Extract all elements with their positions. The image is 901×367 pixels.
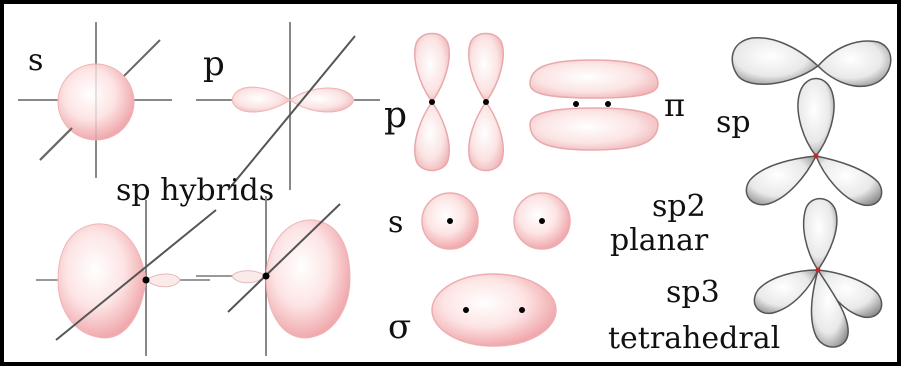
sp-hybrid-right [196,196,350,356]
sp-big-lobe-left [58,224,146,338]
p-lobe-right [290,88,354,112]
label-sp: sp [716,105,751,140]
s-orbital-pair [422,193,570,249]
label-planar: planar [610,223,709,258]
orbital-diagram: s p sp hybrids p [4,4,897,362]
label-p-mid: p [384,95,407,136]
p-lobe-left [232,87,290,112]
label-sp2: sp2 [652,189,706,224]
sigma-bond [432,274,556,346]
label-tetrahedral: tetrahedral [608,321,780,356]
p-orbital-pair [415,34,503,171]
pi-bond [530,60,658,150]
sp-hybrid-left [36,200,216,356]
sp-big-lobe-right [266,220,350,338]
label-sp3: sp3 [666,275,720,310]
label-s-mid: s [388,205,403,240]
label-sp-hybrids: sp hybrids [116,173,274,208]
label-p-top: p [203,44,225,84]
nucleus-dot [143,277,150,284]
label-sigma: σ [388,307,411,347]
nucleus-dot [263,273,270,280]
label-pi: π [664,86,685,124]
label-s-top: s [28,43,43,78]
sp2-gray-planar [746,79,881,206]
